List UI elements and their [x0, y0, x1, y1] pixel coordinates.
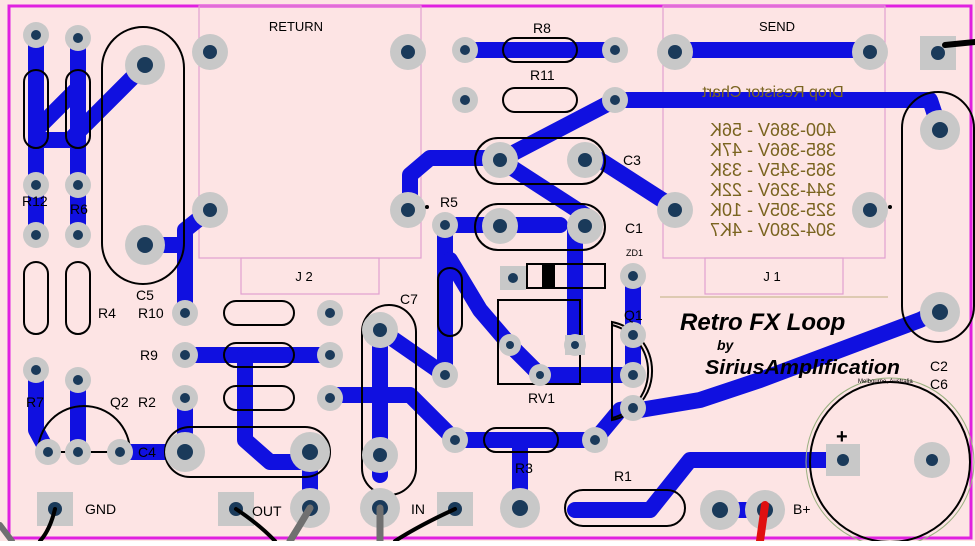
label-r3: R3 — [515, 460, 533, 476]
label-r9: R9 — [140, 347, 158, 363]
logo-by: by — [717, 337, 735, 353]
label-in: IN — [411, 501, 425, 517]
label-out: OUT — [252, 503, 282, 519]
drop-resistor-chart: Drop Resistor Chart 400-386V - 56K 385-3… — [702, 84, 844, 240]
chart-row-4: 344-326V - 22K — [710, 180, 836, 200]
label-c1: C1 — [625, 220, 643, 236]
logo-title: Retro FX Loop — [680, 309, 845, 336]
label-r5: R5 — [440, 194, 458, 210]
logo-location: Melbourne, Australia — [858, 379, 913, 385]
label-r7: R7 — [26, 394, 44, 410]
label-c7: C7 — [400, 291, 418, 307]
label-c2: C2 — [930, 358, 948, 374]
return-jack — [198, 5, 422, 295]
label-bplus: B+ — [793, 501, 811, 517]
logo-brand: SiriusAmplification — [705, 357, 900, 379]
logo: Retro FX Loop by SiriusAmplification Mel… — [680, 309, 913, 385]
send-pin1-dot — [888, 205, 892, 209]
label-j1: J 1 — [763, 269, 780, 284]
chart-row-1: 400-386V - 56K — [710, 120, 836, 140]
label-c3: C3 — [623, 152, 641, 168]
label-r6: R6 — [70, 201, 88, 217]
label-r8: R8 — [533, 20, 551, 36]
label-return: RETURN — [269, 19, 323, 34]
label-q1: Q1 — [624, 307, 643, 323]
label-gnd: GND — [85, 501, 116, 517]
label-q2: Q2 — [110, 394, 129, 410]
label-c5: C5 — [136, 287, 154, 303]
chart-row-5: 325-305V - 10K — [710, 200, 836, 220]
c6-outline-outer — [805, 377, 975, 546]
chart-row-6: 304-280V - 4K7 — [710, 220, 836, 240]
label-r12: R12 — [22, 193, 48, 209]
return-pin1-dot — [425, 205, 429, 209]
wires — [0, 39, 975, 545]
label-r2: R2 — [138, 394, 156, 410]
label-r11: R11 — [530, 67, 555, 83]
label-r10: R10 — [138, 305, 164, 321]
zd1-band — [542, 264, 555, 288]
label-r1: R1 — [614, 468, 632, 484]
send-jack — [662, 5, 886, 295]
label-c6: C6 — [930, 376, 948, 392]
label-j2: J 2 — [295, 269, 312, 284]
label-r4: R4 — [98, 305, 116, 321]
chart-title: Drop Resistor Chart — [702, 84, 844, 101]
label-send: SEND — [759, 19, 795, 34]
label-c4: C4 — [138, 444, 156, 460]
board-border — [7, 4, 973, 540]
label-plus: + — [836, 426, 848, 448]
label-rv1: RV1 — [528, 390, 555, 406]
chart-row-2: 385-366V - 47K — [710, 140, 836, 160]
label-zd1: ZD1 — [626, 248, 643, 258]
chart-row-3: 365-345V - 33K — [710, 160, 836, 180]
